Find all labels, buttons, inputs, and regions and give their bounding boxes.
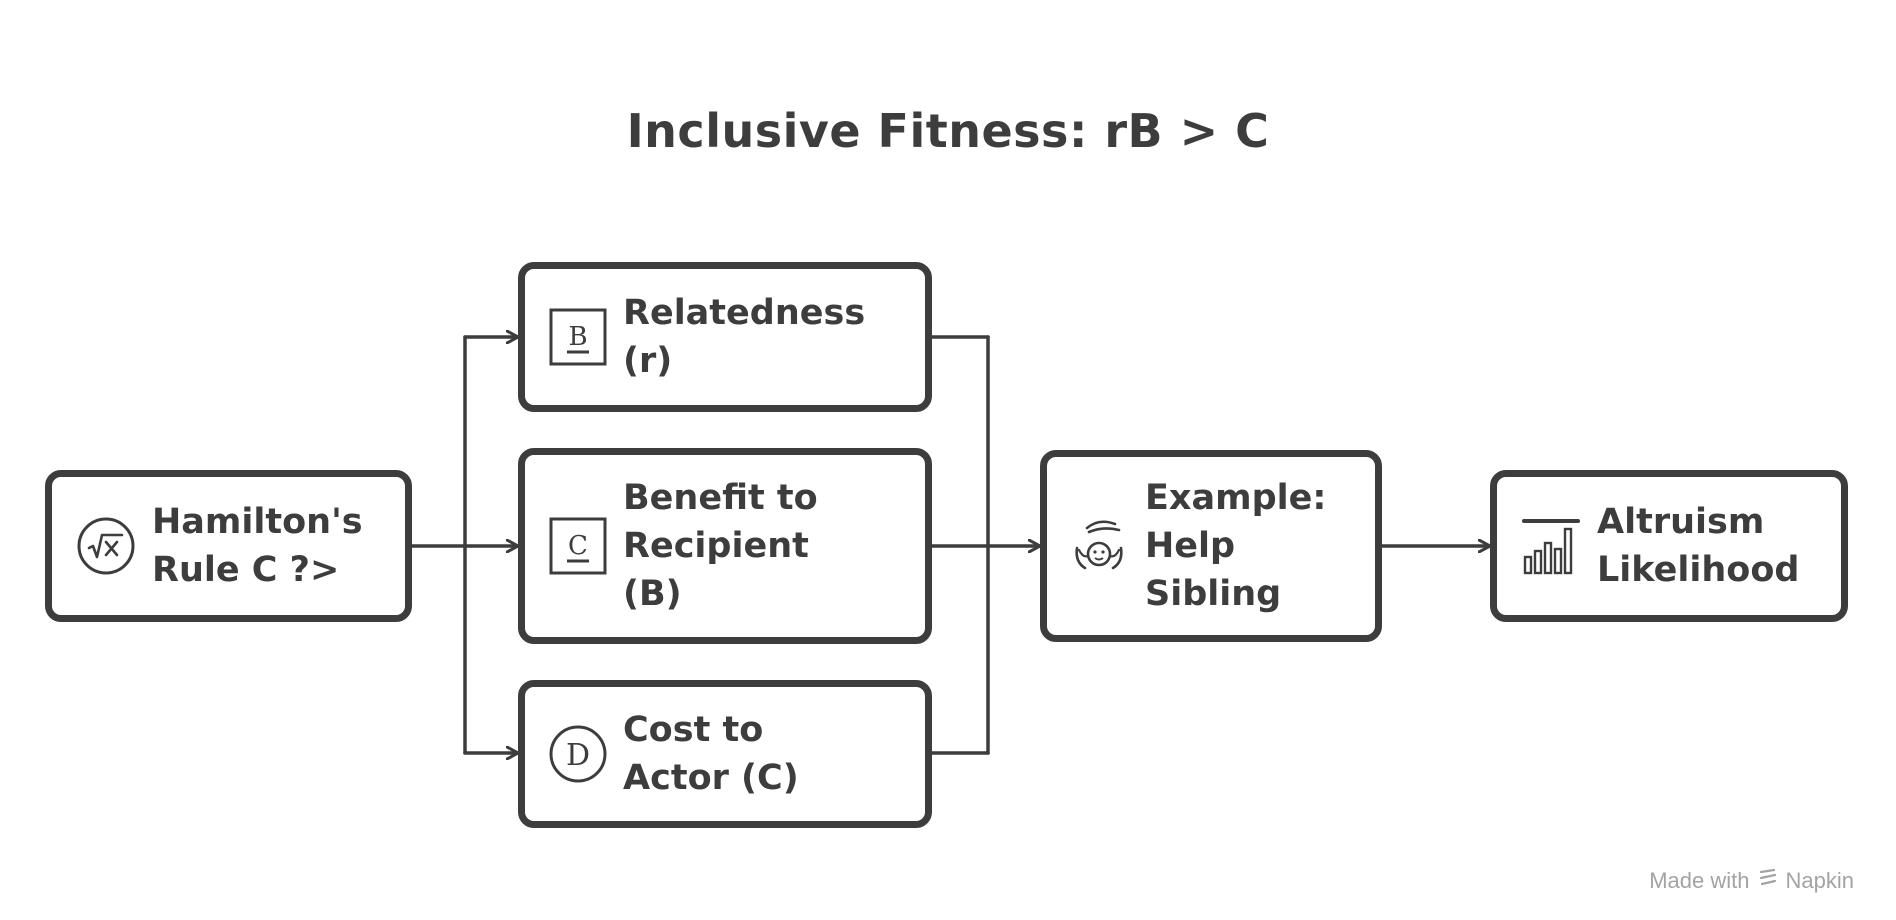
node-label: Altruism Likelihood [1597,502,1800,590]
helping-hand-icon [1067,514,1131,578]
node-relatedness: B Relatedness (r) [518,262,932,412]
node-label: Example: Help Sibling [1145,478,1327,614]
bar-chart-icon [1519,515,1583,577]
node-altruism-likelihood: Altruism Likelihood [1490,470,1848,622]
watermark-prefix: Made with [1649,868,1750,893]
napkin-logo-icon [1758,868,1778,894]
node-label: Relatedness (r) [623,293,866,381]
square-root-icon [74,515,138,577]
letter-c-icon: C [547,516,609,576]
node-benefit-to-recipient: C Benefit to Recipient (B) [518,448,932,644]
node-hamiltons-rule: Hamilton's Rule C ?> [45,470,412,622]
diagram-title: Inclusive Fitness: rB > C [626,104,1270,158]
watermark: Made with Napkin [1649,868,1854,894]
node-label: Benefit to Recipient (B) [623,478,818,614]
svg-text:D: D [566,738,590,773]
svg-text:C: C [568,531,588,561]
node-label: Cost to Actor (C) [623,710,799,798]
node-label: Hamilton's Rule C ?> [152,502,363,590]
node-example-help-sibling: Example: Help Sibling [1040,450,1382,642]
watermark-brand: Napkin [1785,868,1854,893]
svg-text:B: B [568,322,587,352]
letter-b-icon: B [547,307,609,367]
letter-d-icon: D [547,723,609,785]
node-cost-to-actor: D Cost to Actor (C) [518,680,932,828]
